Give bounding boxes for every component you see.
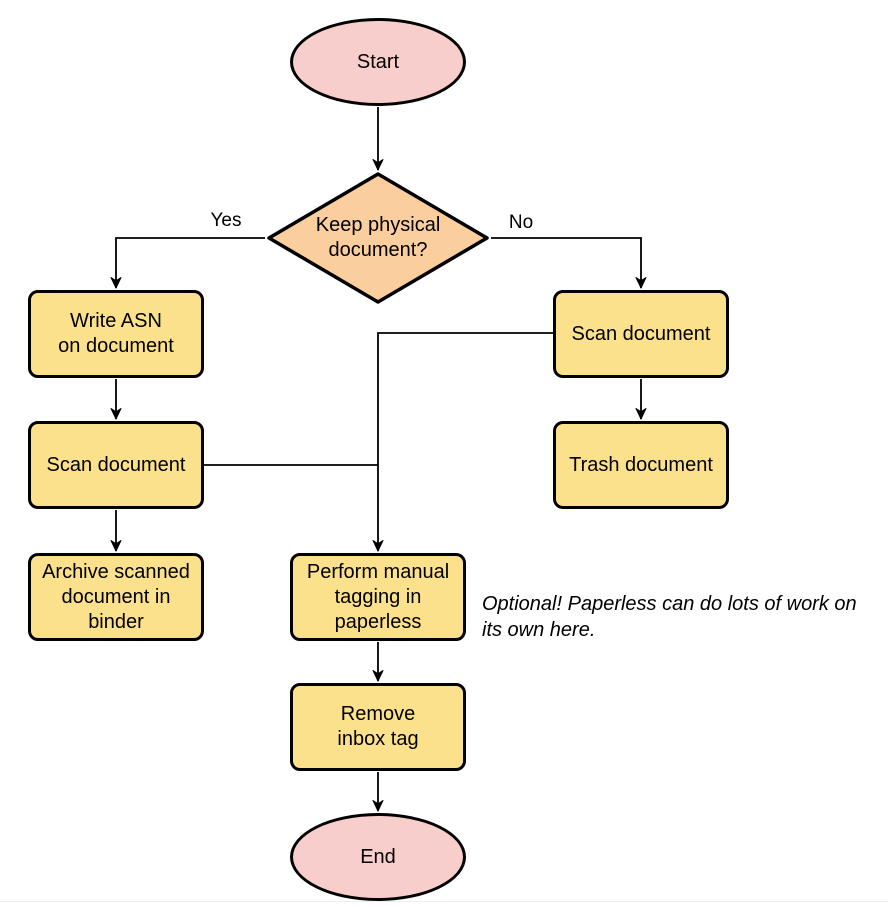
- node-remove-inbox-tag: Remove inbox tag: [290, 683, 466, 771]
- diamond-shape: [267, 172, 489, 304]
- node-label: End: [360, 845, 396, 868]
- node-label: Scan document: [46, 453, 186, 476]
- node-label: Perform manual tagging in paperless: [306, 560, 450, 633]
- node-label: Trash document: [569, 453, 713, 476]
- node-label: Keep physical document?: [315, 214, 441, 261]
- page-edge-line: [0, 901, 888, 902]
- edge-decision-no-to-scan-right: [491, 237, 647, 289]
- node-label: Archive scanned document in binder: [42, 560, 190, 633]
- edge-label-no: No: [508, 212, 534, 233]
- optional-note: Optional! Paperless can do lots of work …: [482, 593, 857, 642]
- node-label: Scan document: [571, 322, 711, 345]
- node-decision-keep-physical-document: Keep physical document?: [265, 171, 491, 305]
- edge-label-yes: Yes: [210, 210, 242, 231]
- node-label: Start: [356, 50, 400, 73]
- node-write-asn: Write ASN on document: [28, 290, 204, 378]
- node-end: End: [290, 813, 466, 901]
- node-perform-manual-tagging: Perform manual tagging in paperless: [290, 553, 466, 641]
- node-label: Write ASN on document: [58, 310, 174, 357]
- node-label: Remove inbox tag: [337, 703, 419, 750]
- edge-scan-right-to-perform-tagging: [372, 332, 553, 552]
- node-start: Start: [290, 18, 466, 106]
- node-trash-document: Trash document: [553, 421, 729, 509]
- node-scan-document-right: Scan document: [553, 290, 729, 378]
- node-scan-document-left: Scan document: [28, 421, 204, 509]
- edge-decision-yes-to-write-asn: [110, 237, 265, 289]
- node-archive-scanned-document: Archive scanned document in binder: [28, 553, 204, 641]
